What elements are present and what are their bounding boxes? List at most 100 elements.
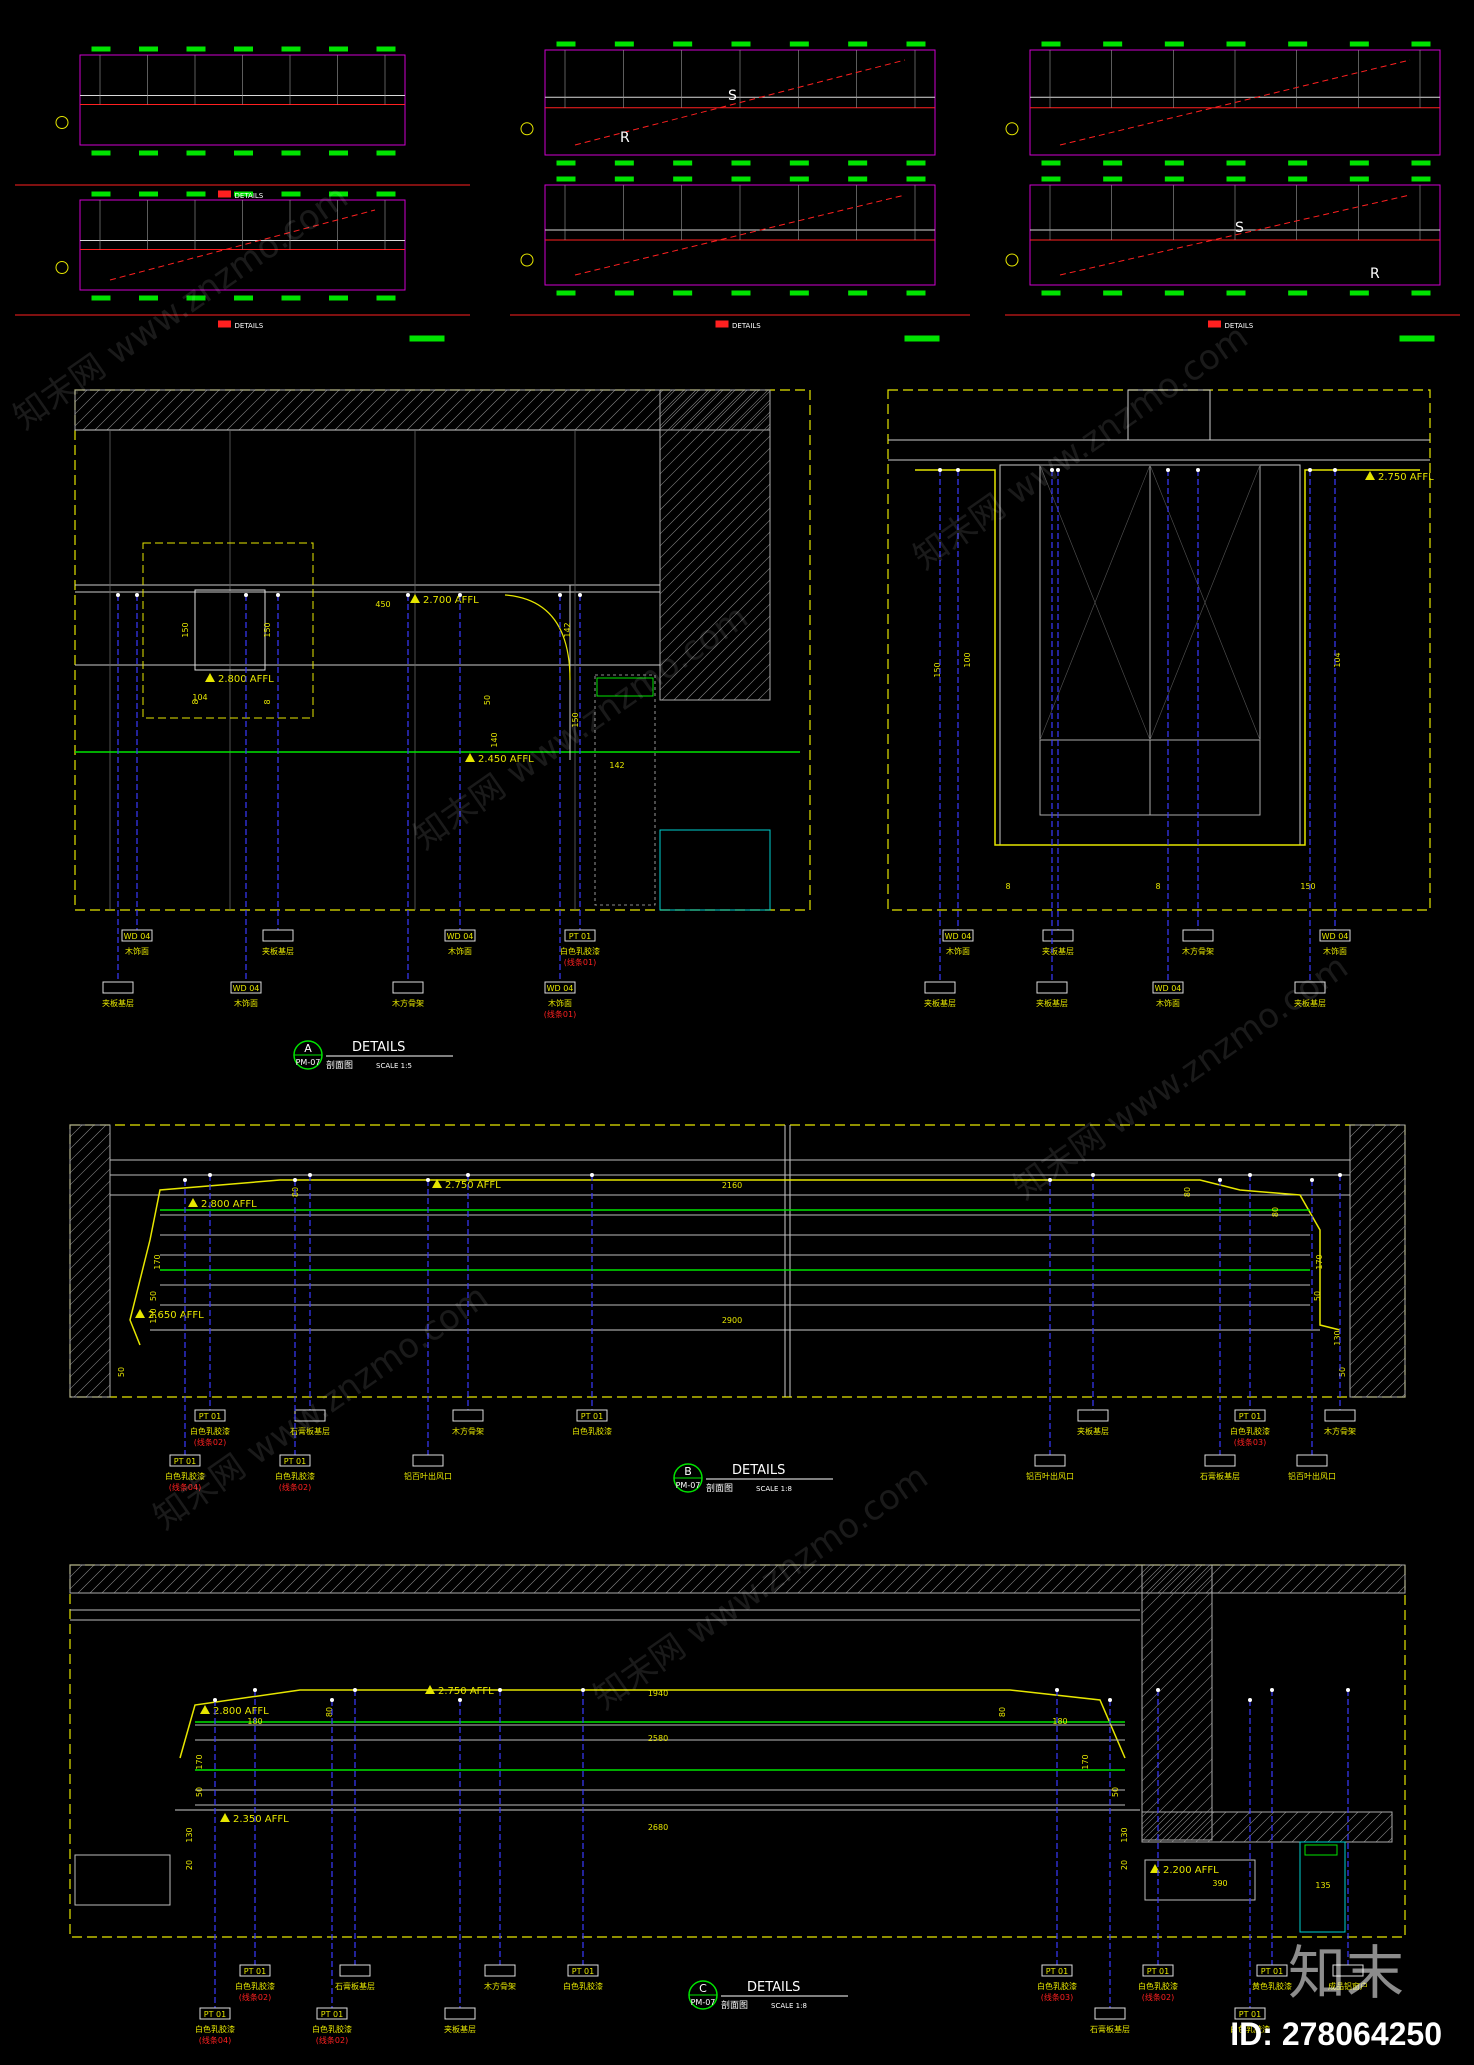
- detail-a-cornice-curve: [504, 594, 571, 681]
- tag-text: 铝百叶出风口: [1026, 1471, 1074, 1481]
- hatch-line: [1142, 1565, 1191, 1614]
- hatch-line: [70, 1144, 110, 1186]
- detail-scale: SCALE 1:8: [756, 1485, 792, 1493]
- thumb-green-tag: [91, 191, 111, 197]
- hatch-line: [262, 390, 304, 430]
- dimension-label: 450: [375, 600, 390, 609]
- hatch-line: [1350, 1321, 1405, 1378]
- hatch-line: [305, 1565, 335, 1593]
- thumb-green-tag: [139, 150, 158, 156]
- tag-text: 白色乳胶漆: [1138, 1981, 1178, 1991]
- thumb-green-tag: [1164, 41, 1184, 47]
- hatch-line: [178, 390, 220, 430]
- hatch-line: [461, 1565, 491, 1593]
- hatch-line: [70, 1348, 110, 1390]
- thumb-green-tag: [186, 150, 206, 156]
- dimension-label: 50: [1338, 1367, 1347, 1377]
- dimension-label: 50: [195, 1787, 204, 1797]
- wall-outline: [1141, 1811, 1393, 1843]
- hatch-line: [1279, 1812, 1311, 1842]
- hatch-line: [274, 390, 316, 430]
- thumb-green-tag: [1288, 160, 1308, 166]
- hatch-line: [310, 390, 352, 430]
- hatch-line: [713, 1565, 743, 1593]
- hatch-line: [298, 390, 340, 430]
- tag-box: [924, 981, 956, 994]
- tag-text: 白色乳胶漆: [1037, 1981, 1077, 1991]
- hatch-line: [190, 390, 232, 430]
- dimension-label: 80: [325, 1707, 334, 1717]
- thumb-green-tag: [1164, 176, 1184, 182]
- thumb-green-tag: [1103, 160, 1123, 166]
- hatch-line: [1337, 1565, 1367, 1593]
- hatch-line: [1025, 1565, 1055, 1593]
- hatch-line: [514, 390, 556, 430]
- thumb-green-tag: [1103, 176, 1123, 182]
- tag-box: [1294, 981, 1326, 994]
- detail-scale: SCALE 1:5: [376, 1062, 412, 1070]
- hatch-line: [75, 390, 100, 415]
- leader-dot: [330, 1698, 334, 1702]
- detail-c-left-unit: [74, 1854, 171, 1906]
- tag-box: [392, 981, 424, 994]
- hatch-line: [1339, 1812, 1371, 1842]
- dimension-label: 2680: [648, 1823, 668, 1832]
- thumb-green-tag: [731, 290, 751, 296]
- hatch-line: [1142, 1638, 1212, 1710]
- hatch-line: [1327, 1812, 1359, 1842]
- dimension-label: 20: [185, 1860, 194, 1870]
- tag-note: (线条02): [1142, 1992, 1174, 2002]
- hatch-line: [598, 390, 640, 430]
- hatch-line: [466, 390, 508, 430]
- tag-text: 木饰面: [1156, 998, 1180, 1008]
- dimension-label: 2160: [722, 1181, 742, 1190]
- leader-dot: [466, 1173, 470, 1177]
- tag-box: [567, 1964, 599, 1977]
- dimension-label: 2900: [722, 1316, 742, 1325]
- hatch-line: [660, 390, 721, 451]
- leader-dot: [1248, 1698, 1252, 1702]
- level-label-a4: 2.750 AFFL: [1378, 472, 1434, 483]
- tag-box: [121, 929, 153, 942]
- hatch-line: [1171, 1812, 1203, 1842]
- thumb-green-tag: [91, 46, 111, 52]
- leader-dot: [208, 1173, 212, 1177]
- hatch-line: [1133, 1565, 1163, 1593]
- thumb-section-marker: [520, 122, 534, 136]
- dimension-label: 8: [191, 699, 200, 704]
- leader-dot: [458, 593, 462, 597]
- hatch-line: [118, 390, 160, 430]
- hatch-line: [1350, 1309, 1405, 1366]
- tag-text: 夹板基层: [1036, 998, 1068, 1008]
- hatch-line: [245, 1565, 275, 1593]
- hatch-line: [250, 390, 292, 430]
- tag-text: 白色乳胶漆: [572, 1426, 612, 1436]
- hatch-line: [569, 1565, 599, 1593]
- thumb-green-tag: [848, 176, 868, 182]
- thumb-green-tag: [281, 295, 301, 301]
- level-triangle: [432, 1179, 442, 1188]
- wall-outline: [659, 389, 771, 701]
- hatch-line: [1350, 1249, 1405, 1306]
- hatch-line: [1303, 1812, 1335, 1842]
- hatch-line: [941, 1565, 971, 1593]
- hatch-line: [660, 399, 770, 511]
- dimension-label: 50: [483, 695, 492, 705]
- level-triangle: [220, 1813, 230, 1822]
- hatch-line: [473, 1565, 503, 1593]
- hatch-line: [749, 1565, 779, 1593]
- hatch-line: [660, 519, 770, 631]
- dimension-label: 8: [1155, 882, 1160, 891]
- hatch-line: [317, 1565, 347, 1593]
- hatch-line: [646, 390, 688, 430]
- hatch-line: [1241, 1565, 1271, 1593]
- tag-text: 木饰面: [946, 946, 970, 956]
- detail-a-cyan-frame: [659, 829, 771, 911]
- hatch-line: [557, 1565, 587, 1593]
- leader-dot: [1270, 1688, 1274, 1692]
- hatch-line: [1350, 1125, 1399, 1174]
